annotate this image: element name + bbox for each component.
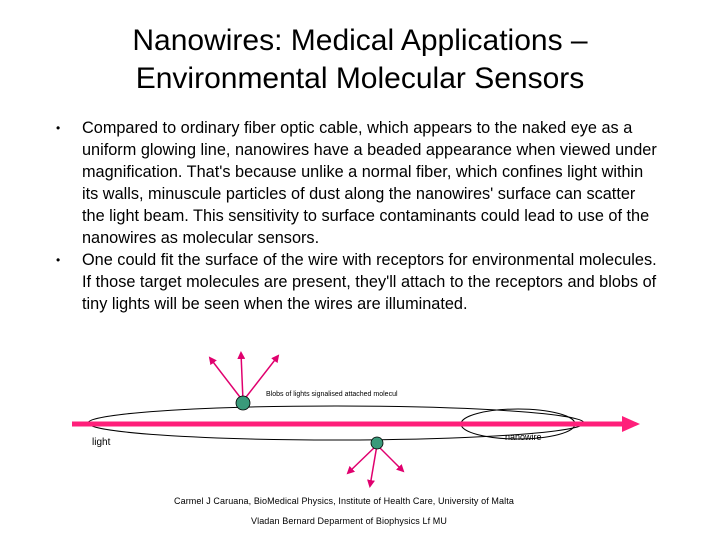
slide-title: Nanowires: Medical Applications – Enviro… <box>60 22 660 98</box>
title-line-1: Nanowires: Medical Applications – <box>132 24 588 57</box>
light-label: light <box>92 437 111 448</box>
bullet-item-2: • One could fit the surface of the wire … <box>52 249 662 315</box>
light-beam-arrowhead <box>622 416 640 432</box>
bullet-list: • Compared to ordinary fiber optic cable… <box>52 117 662 315</box>
blob-label: Blobs of lights signalised attached mole… <box>266 391 398 398</box>
title-line-2: Environmental Molecular Sensors <box>135 62 585 95</box>
attached-molecule-top <box>208 351 280 411</box>
nanowire-label: nanowire <box>505 432 542 442</box>
bullet-dot-icon: • <box>56 253 61 267</box>
bullet-text-1: Compared to ordinary fiber optic cable, … <box>82 119 657 247</box>
credit-line-1: Carmel J Caruana, BioMedical Physics, In… <box>174 496 514 506</box>
bullet-item-1: • Compared to ordinary fiber optic cable… <box>52 117 662 249</box>
credit-line-2: Vladan Bernard Deparment of Biophysics L… <box>251 516 447 526</box>
attached-molecule-bottom <box>346 436 405 488</box>
bullet-dot-icon: • <box>56 121 61 135</box>
bullet-text-2: One could fit the surface of the wire wi… <box>82 251 657 313</box>
